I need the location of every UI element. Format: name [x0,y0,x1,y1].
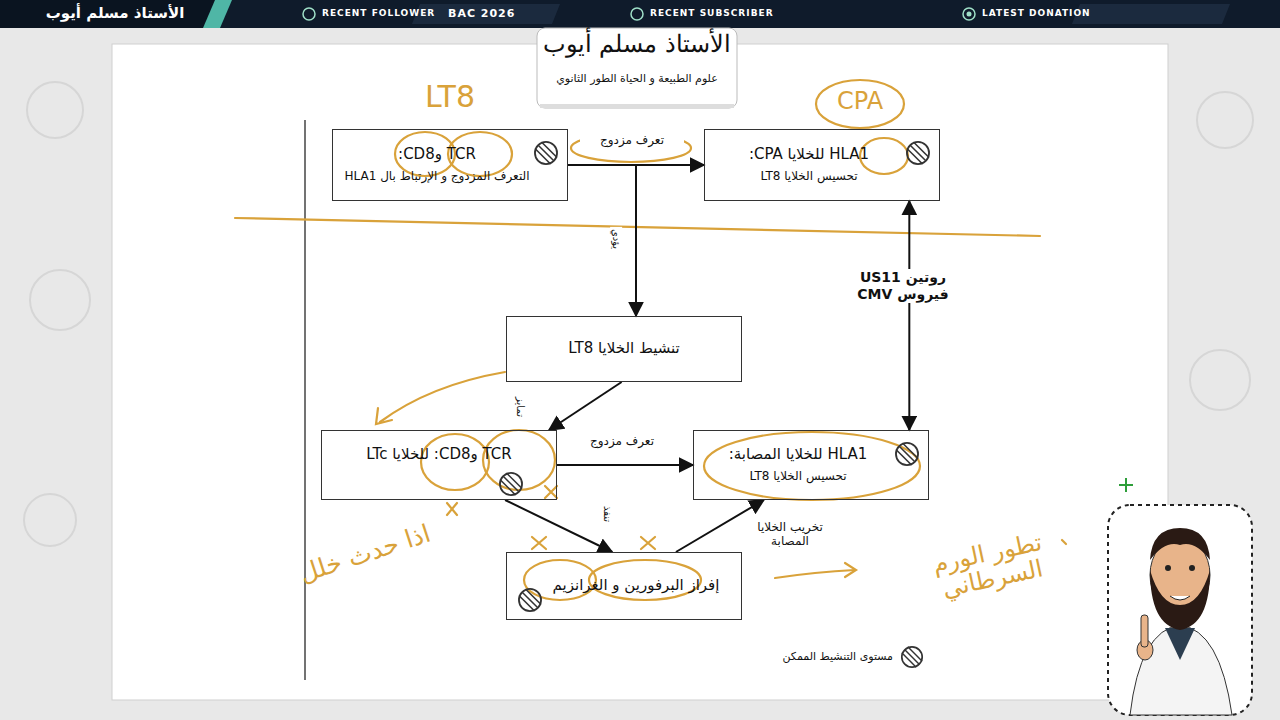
box-heading: TCR وCD8: [343,145,531,165]
handwritten-note: LT8 [405,80,495,113]
connector-arrow [568,165,636,316]
edge-label: يؤدي [610,227,622,251]
activation-symbol [894,441,920,467]
handwritten-note: CPA [810,88,910,114]
connector-arrow [557,464,693,466]
box-body: تحسيس الخلايا LT8 [704,469,892,485]
connector-arrow [908,201,910,430]
edge-label: تنفذ [601,504,613,524]
process-box: TCR وCD8: للخلايا LTc [321,430,557,500]
box-body: التعرف المزدوج و الإرتباط بال HLA1 [343,169,531,185]
process-box: HLA1 للخلايا CPA: تحسيس الخلايا LT8 [704,129,940,201]
process-box: إفراز البرفورين و الغرانزيم [506,552,742,620]
overlay-label: LATEST DONATION [982,8,1091,18]
legend-text: مستوى التنشيط الممكن [782,650,893,663]
legend-symbol [900,645,924,669]
activation-symbol [905,140,931,166]
box-heading: تنشيط الخلايا LT8 [517,339,731,359]
connector-arrow [549,382,622,430]
edge-label: تعرف مزدوج [580,133,684,147]
box-heading: إفراز البرفورين و الغرانزيم [541,576,731,596]
logo-title: الأستاذ مسلم أيوب [540,30,734,58]
process-box: HLA1 للخلايا المصابة: تحسيس الخلايا LT8 [693,430,929,500]
activation-symbol [498,471,524,497]
logo-subtitle: علوم الطبيعة و الحياة الطور الثانوي [540,72,734,85]
connector-arrow [505,500,612,552]
box-heading: HLA1 للخلايا CPA: [715,145,903,165]
box-heading: TCR وCD8: للخلايا LTc [332,445,546,465]
box-heading: HLA1 للخلايا المصابة: [704,445,892,465]
edge-label: تعرف مزدوج [570,434,674,448]
edge-label: تمايز [514,395,526,419]
edge-label: تخريب الخلايا المصابة [751,520,829,549]
edge-label: روتين US11 فيروس CMV [851,269,955,303]
box-body: تحسيس الخلايا LT8 [715,169,903,185]
overlay-label: RECENT FOLLOWER [322,8,435,18]
process-box: TCR وCD8: التعرف المزدوج و الإرتباط بال H… [332,129,568,201]
channel-name: الأستاذ مسلم أيوب [45,4,185,22]
activation-symbol [517,587,543,613]
overlay-label: RECENT SUBSCRIBER [650,8,774,18]
activation-symbol [533,140,559,166]
process-box: تنشيط الخلايا LT8 [506,316,742,382]
overlay-label: BAC 2026 [448,7,515,20]
